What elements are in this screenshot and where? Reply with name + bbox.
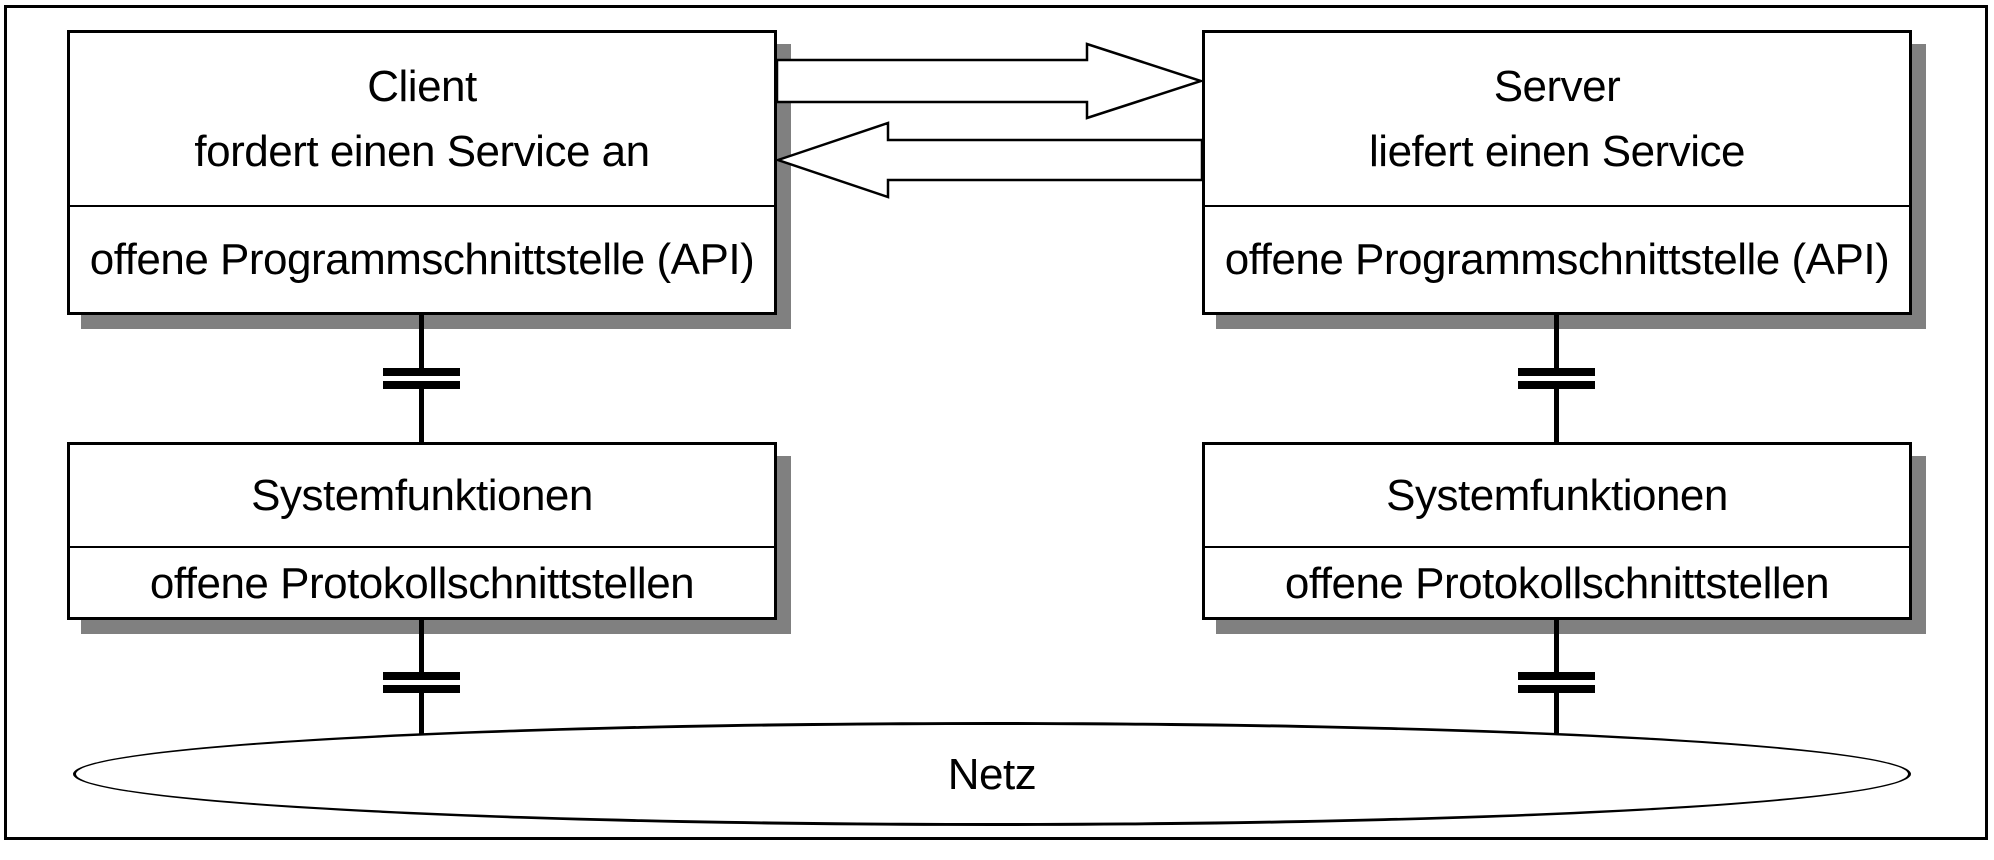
connector-bar (1518, 368, 1595, 376)
connector-line (1554, 693, 1559, 735)
client-system-protocol-label: offene Protokollschnittstellen (149, 558, 695, 608)
client-subtitle: fordert einen Service an (194, 127, 650, 176)
server-box-top-section: Server liefert einen Service (1205, 33, 1909, 207)
connector-line (419, 315, 424, 369)
server-title: Server (1493, 62, 1621, 111)
connector-bar (1518, 381, 1595, 389)
server-system-protocol-label: offene Protokollschnittstellen (1284, 558, 1830, 608)
client-box: Client fordert einen Service an offene P… (67, 30, 777, 315)
client-system-title-section: Systemfunktionen (70, 445, 774, 548)
connector-line (419, 620, 424, 672)
client-title: Client (367, 62, 477, 111)
request-response-arrows (777, 42, 1203, 199)
server-system-box: Systemfunktionen offene Protokollschnitt… (1202, 442, 1912, 620)
client-system-box: Systemfunktionen offene Protokollschnitt… (67, 442, 777, 620)
network-ellipse: Netz (73, 722, 1911, 826)
connector-line (419, 693, 424, 735)
connector-bar (383, 685, 460, 693)
client-system-title: Systemfunktionen (251, 471, 593, 520)
connector-line (1554, 315, 1559, 369)
client-api-section: offene Programmschnittstelle (API) (70, 207, 774, 312)
request-arrow-icon (777, 42, 1203, 120)
client-box-top-section: Client fordert einen Service an (70, 33, 774, 207)
server-subtitle: liefert einen Service (1369, 127, 1745, 176)
server-system-title: Systemfunktionen (1386, 471, 1728, 520)
response-arrow-icon (777, 121, 1203, 199)
client-system-protocol-section: offene Protokollschnittstellen (70, 548, 774, 618)
connector-line (1554, 620, 1559, 672)
connector-bar (383, 381, 460, 389)
connector-bar (383, 672, 460, 680)
server-api-section: offene Programmschnittstelle (API) (1205, 207, 1909, 312)
outer-frame (4, 5, 1988, 840)
network-label: Netz (947, 749, 1037, 799)
connector-bar (1518, 672, 1595, 680)
server-system-protocol-section: offene Protokollschnittstellen (1205, 548, 1909, 618)
connector-line (419, 389, 424, 442)
connector-line (1554, 389, 1559, 442)
connector-bar (383, 368, 460, 376)
connector-bar (1518, 685, 1595, 693)
client-api-label: offene Programmschnittstelle (API) (89, 235, 755, 284)
server-system-title-section: Systemfunktionen (1205, 445, 1909, 548)
server-box: Server liefert einen Service offene Prog… (1202, 30, 1912, 315)
server-api-label: offene Programmschnittstelle (API) (1224, 235, 1890, 284)
